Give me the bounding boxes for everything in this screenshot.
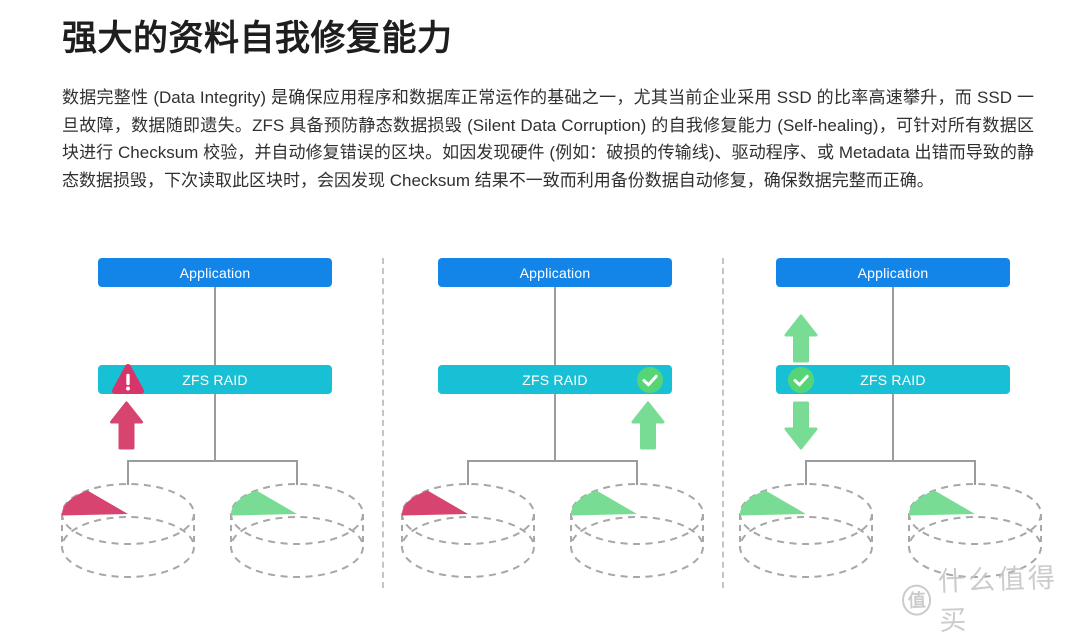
- healthy-block-slice: [908, 490, 975, 516]
- healthy-block-slice: [230, 490, 297, 516]
- application-box: Application: [776, 258, 1010, 287]
- application-label: Application: [519, 264, 591, 281]
- column-divider: [722, 258, 724, 588]
- healthy-block-slice: [570, 490, 637, 516]
- column-divider: [382, 258, 384, 588]
- watermark-badge-icon: 值: [901, 583, 933, 616]
- corrupt-block-slice: [61, 490, 128, 516]
- page-title: 强大的资料自我修复能力: [62, 19, 453, 58]
- warning-icon: [112, 364, 144, 394]
- diagram-read-good-copy: Application ZFS RAID: [385, 252, 725, 604]
- watermark-text: 什么值得买: [937, 562, 1059, 636]
- zfs-raid-label: ZFS RAID: [182, 371, 248, 388]
- healthy-block-slice: [739, 490, 806, 516]
- application-label: Application: [857, 264, 929, 281]
- ok-down-arrow-icon: [784, 401, 818, 450]
- zfs-raid-box: ZFS RAID: [438, 365, 672, 394]
- application-box: Application: [98, 258, 332, 287]
- diagram-graphics: [61, 287, 364, 578]
- application-box: Application: [438, 258, 672, 287]
- application-label: Application: [179, 264, 251, 281]
- intro-paragraph: 数据完整性 (Data Integrity) 是确保应用程序和数据库正常运作的基…: [62, 88, 1034, 190]
- zfs-raid-box: ZFS RAID: [776, 365, 1010, 394]
- check-icon: [788, 367, 814, 393]
- watermark: 值 什么值得买: [901, 555, 1080, 639]
- ok-up-arrow-icon: [631, 401, 665, 450]
- corrupt-block-slice: [401, 490, 468, 516]
- ok-up-arrow-icon: [784, 314, 818, 363]
- check-icon: [637, 367, 663, 393]
- diagram-auto-repaired: Application ZFS RAID: [723, 252, 1063, 604]
- diagram-corruption-detected: Application ZFS RAID: [45, 252, 385, 604]
- zfs-raid-label: ZFS RAID: [860, 371, 926, 388]
- zfs-raid-label: ZFS RAID: [522, 371, 588, 388]
- diagram-graphics: [739, 287, 1042, 578]
- error-up-arrow-icon: [110, 401, 143, 450]
- diagram-graphics: [401, 287, 704, 578]
- zfs-raid-box: ZFS RAID: [98, 365, 332, 394]
